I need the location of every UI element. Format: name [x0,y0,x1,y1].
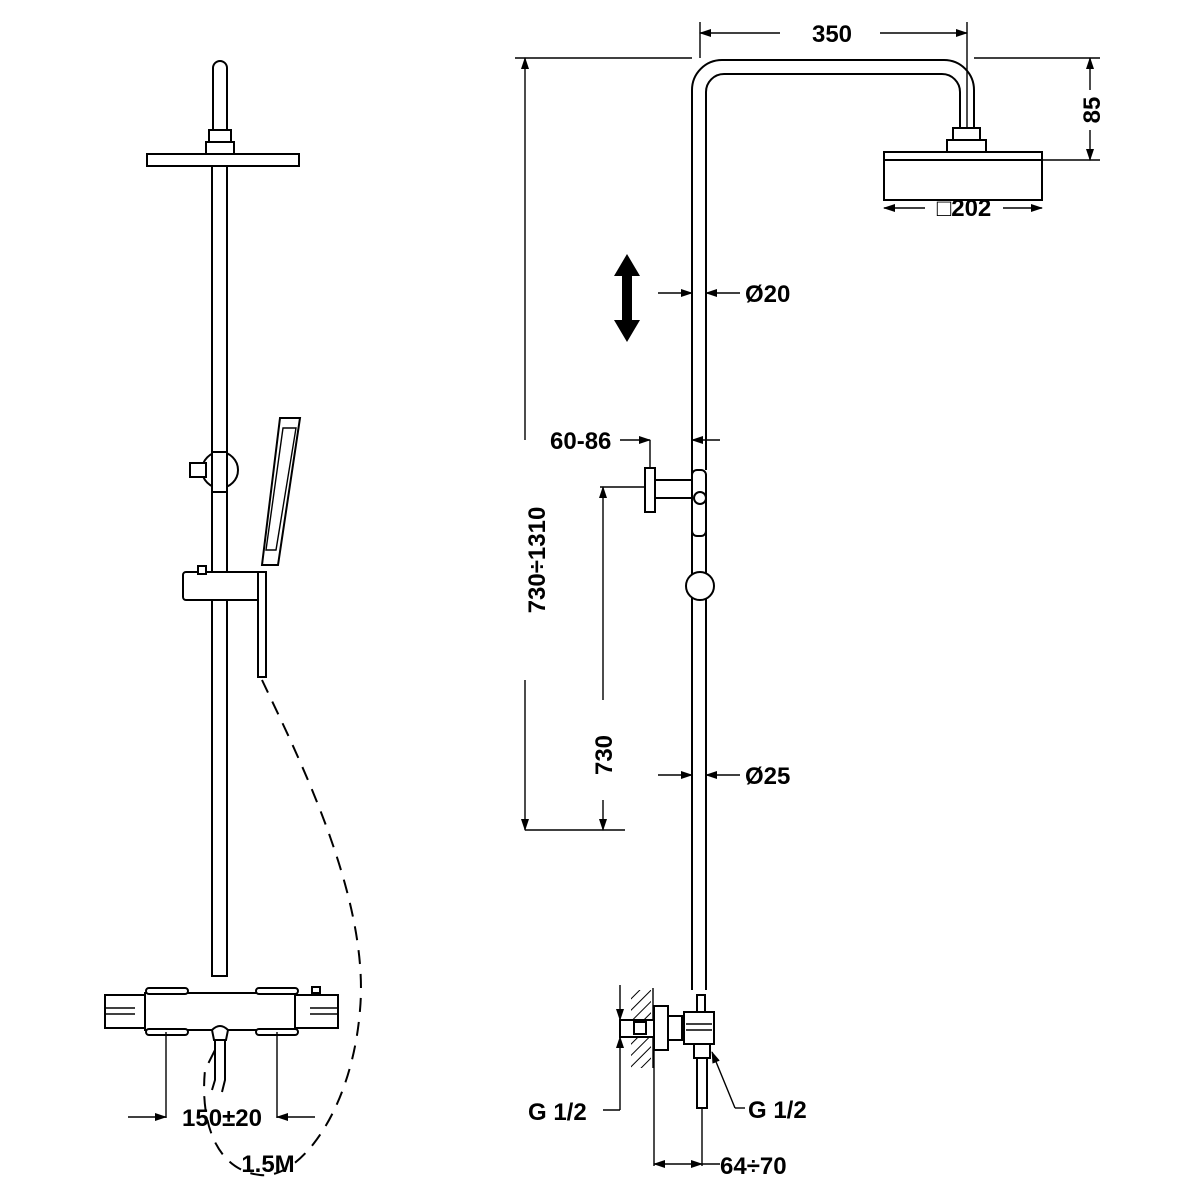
mixer-pin [311,986,321,994]
head-connector-nut [205,141,235,155]
bracket-plate [644,467,656,513]
height-adjust-arrow-icon [614,254,640,342]
wall-offset-label: 64÷70 [720,1153,787,1180]
mixer-handle-right [294,994,339,1029]
bracket-knob [189,462,207,478]
shower-head-plate [883,151,1043,161]
riser-top [212,60,228,136]
inlet-nut [667,1015,683,1041]
arm-reach-label: 350 [812,21,852,48]
mixer-cap [145,987,189,995]
mixer-cap [145,1028,189,1036]
upper-diameter-label: Ø20 [745,281,790,308]
riser-nut [696,994,706,1013]
hand-shower [260,417,302,566]
outlet-hose [211,1040,226,1093]
slider-ball [685,571,715,601]
mixer-handle-left [104,994,146,1029]
mixer-body [144,992,296,1031]
wall-flange [653,1005,669,1051]
mixer-cap [255,987,299,995]
elbow-body [683,1011,715,1045]
bracket-sleeve [211,451,228,493]
hand-shower-face [265,427,297,551]
outlet-thread [693,1043,711,1059]
inlet-square [633,1021,647,1035]
hose-top [257,571,267,678]
outlet-stub [696,1057,708,1109]
shower-head-front [146,153,300,167]
wall-inlet-label: G 1/2 [528,1099,587,1126]
arm-nut [946,139,987,153]
lower-height-label: 730 [591,735,618,775]
riser-arm-outer [691,59,975,990]
tap-spacing-label: 150±20 [182,1105,262,1132]
shower-head-body [883,159,1043,201]
head-connector [208,129,232,143]
bracket-arm [654,479,694,499]
outlet-label: G 1/2 [748,1097,807,1124]
leader-arrow [711,1051,736,1109]
arm-connector [952,127,981,141]
front-view: 150±20 1.5M [104,60,362,1178]
head-size-label: □202 [937,195,992,222]
lower-diameter-label: Ø25 [745,763,790,790]
side-view: 350 85 □202 Ø20 60-86 Ø25 [515,21,1106,1180]
mixer-outlet [210,1025,230,1041]
slide-holder [182,571,262,601]
riser-arm-inner [705,73,961,470]
bracket-screw [693,491,707,505]
head-drop-label: 85 [1079,97,1106,124]
bracket-offset-label: 60-86 [550,428,611,455]
hose-dashed [203,679,362,1177]
hose-length-label: 1.5M [241,1151,294,1178]
total-height-label: 730÷1310 [524,507,551,614]
holder-knob [197,565,207,575]
